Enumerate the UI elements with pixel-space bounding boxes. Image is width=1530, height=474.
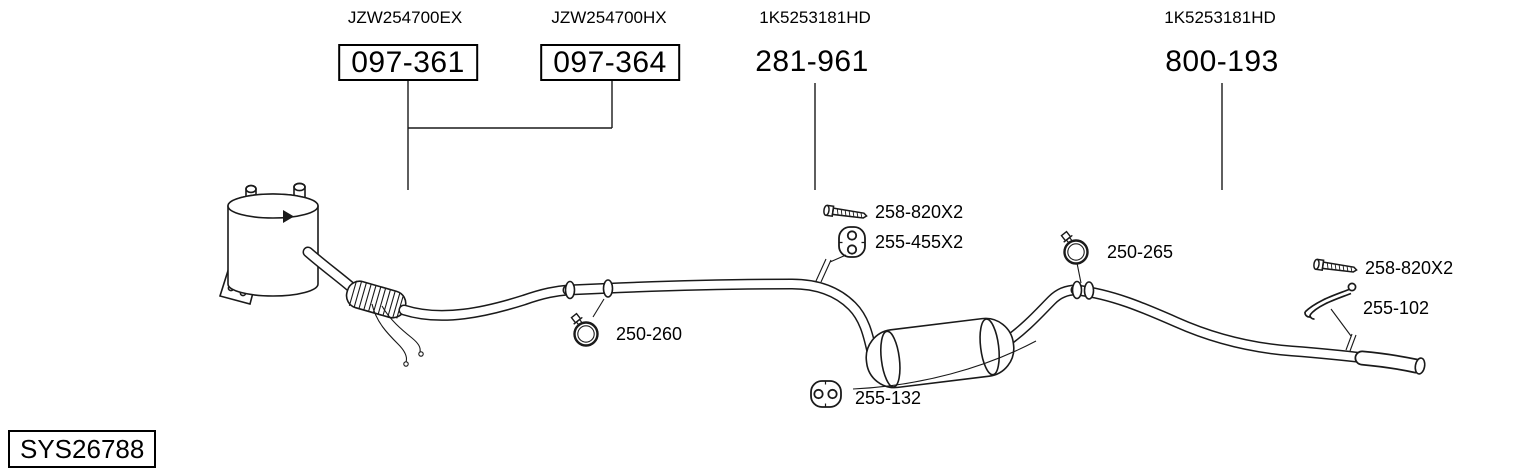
bolt-icon: [822, 204, 869, 222]
annotation-code-label[interactable]: 258-820X2: [1365, 258, 1454, 278]
part-code-label[interactable]: 097-361: [338, 44, 478, 81]
front-pipe-drawing: [398, 284, 574, 321]
clamp-icon: [1058, 229, 1089, 265]
clamp-icon: [568, 311, 599, 347]
bolt-icon: [1312, 258, 1359, 276]
annotation-code-label[interactable]: 258-820X2: [875, 202, 964, 222]
bracket-icon: [1304, 282, 1357, 320]
sensor-cables-drawing: [371, 303, 424, 367]
oem-ref-label: 1K5253181HD: [759, 8, 871, 27]
catalytic-converter-drawing: [218, 182, 319, 305]
callout-lines: [407, 80, 1223, 190]
part-code-label[interactable]: 800-193: [1165, 45, 1279, 78]
annotation-code-label[interactable]: 255-102: [1363, 298, 1430, 318]
part-code-label[interactable]: 281-961: [755, 45, 869, 78]
rubber-hanger-icon: [838, 226, 866, 258]
tailpipe-drawing: [1354, 350, 1426, 375]
annotation-code-label[interactable]: 250-265: [1107, 242, 1174, 262]
part-code-label[interactable]: 097-364: [540, 44, 680, 81]
leader-line-255-132: [852, 340, 1037, 390]
oem-ref-label: JZW254700EX: [347, 8, 463, 27]
annotation-code-label[interactable]: 255-455X2: [875, 232, 964, 252]
annotation-code-label[interactable]: 250-260: [616, 324, 683, 344]
system-id-label: SYS26788: [8, 430, 157, 468]
rear-pipe-drawing: [1070, 284, 1370, 364]
leader-lines: [592, 254, 1352, 337]
muffler-outlet-pipe-drawing: [1000, 284, 1082, 348]
hanger-pins-drawing: [815, 258, 1357, 352]
annotation-code-label[interactable]: 255-132: [855, 388, 922, 408]
flow-direction-marker: [283, 210, 294, 223]
pipe-joint-sleeves: [564, 279, 1095, 300]
oem-ref-label: JZW254700HX: [551, 8, 667, 27]
centre-pipe-drawing: [562, 278, 878, 358]
oem-ref-label: 1K5253181HD: [1164, 8, 1276, 27]
middle-muffler-drawing: [865, 317, 1015, 389]
flex-pipe-drawing: [345, 280, 407, 319]
rubber-hanger-icon: [810, 380, 842, 408]
front-downpipe-drawing: [302, 246, 358, 294]
